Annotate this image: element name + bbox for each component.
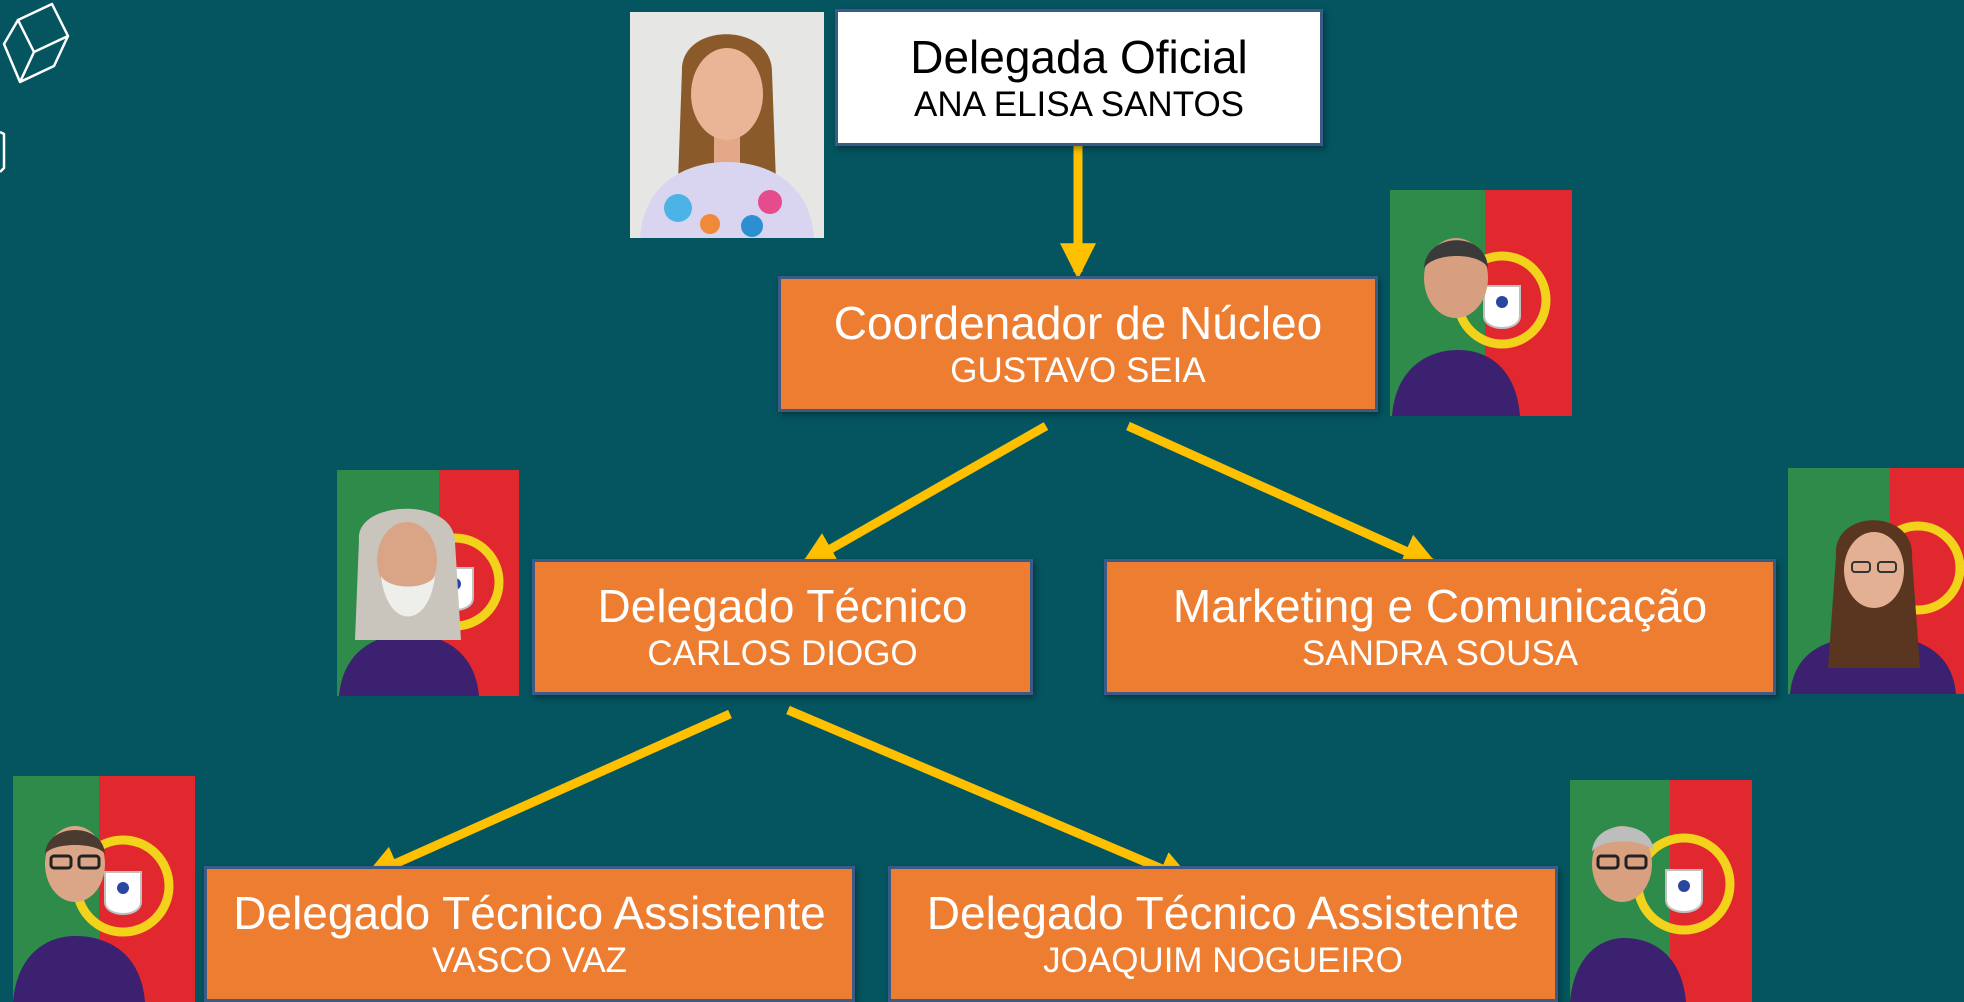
node-role: Marketing e Comunicação bbox=[1172, 580, 1708, 632]
arrow-coordenador-to-marketing bbox=[1126, 421, 1439, 568]
node-delegada-oficial: Delegada Oficial ANA ELISA SANTOS bbox=[835, 9, 1323, 146]
node-person: ANA ELISA SANTOS bbox=[913, 84, 1245, 124]
node-person: VASCO VAZ bbox=[431, 941, 628, 980]
node-person: SANDRA SOUSA bbox=[1301, 634, 1579, 673]
photo-delegada-oficial bbox=[630, 12, 824, 238]
photo-delegado-tecnico bbox=[337, 470, 519, 696]
cube-outline-icon bbox=[0, 2, 70, 173]
node-delegado-tecnico: Delegado Técnico CARLOS DIOGO bbox=[532, 559, 1033, 695]
node-role: Delegado Técnico bbox=[597, 580, 968, 632]
arrow-tecnico-to-assistente1 bbox=[363, 709, 732, 880]
node-person: CARLOS DIOGO bbox=[647, 634, 918, 673]
node-role: Delegada Oficial bbox=[910, 30, 1248, 83]
node-assistente-joaquim: Delegado Técnico Assistente JOAQUIM NOGU… bbox=[888, 866, 1558, 1002]
photo-marketing bbox=[1788, 468, 1964, 694]
arrow-tecnico-to-assistente2 bbox=[786, 705, 1195, 886]
node-coordenador: Coordenador de Núcleo GUSTAVO SEIA bbox=[778, 276, 1378, 412]
node-marketing: Marketing e Comunicação SANDRA SOUSA bbox=[1104, 559, 1776, 695]
node-role: Coordenador de Núcleo bbox=[833, 297, 1323, 349]
node-person: GUSTAVO SEIA bbox=[950, 351, 1206, 390]
photo-coordenador bbox=[1390, 190, 1572, 416]
arrow-coordenador-to-tecnico bbox=[799, 422, 1049, 567]
node-person: JOAQUIM NOGUEIRO bbox=[1043, 941, 1403, 980]
node-role: Delegado Técnico Assistente bbox=[233, 887, 826, 939]
photo-assistente-vasco bbox=[13, 776, 195, 1002]
node-role: Delegado Técnico Assistente bbox=[926, 887, 1520, 939]
photo-assistente-joaquim bbox=[1570, 780, 1752, 1002]
node-assistente-vasco: Delegado Técnico Assistente VASCO VAZ bbox=[204, 866, 855, 1002]
